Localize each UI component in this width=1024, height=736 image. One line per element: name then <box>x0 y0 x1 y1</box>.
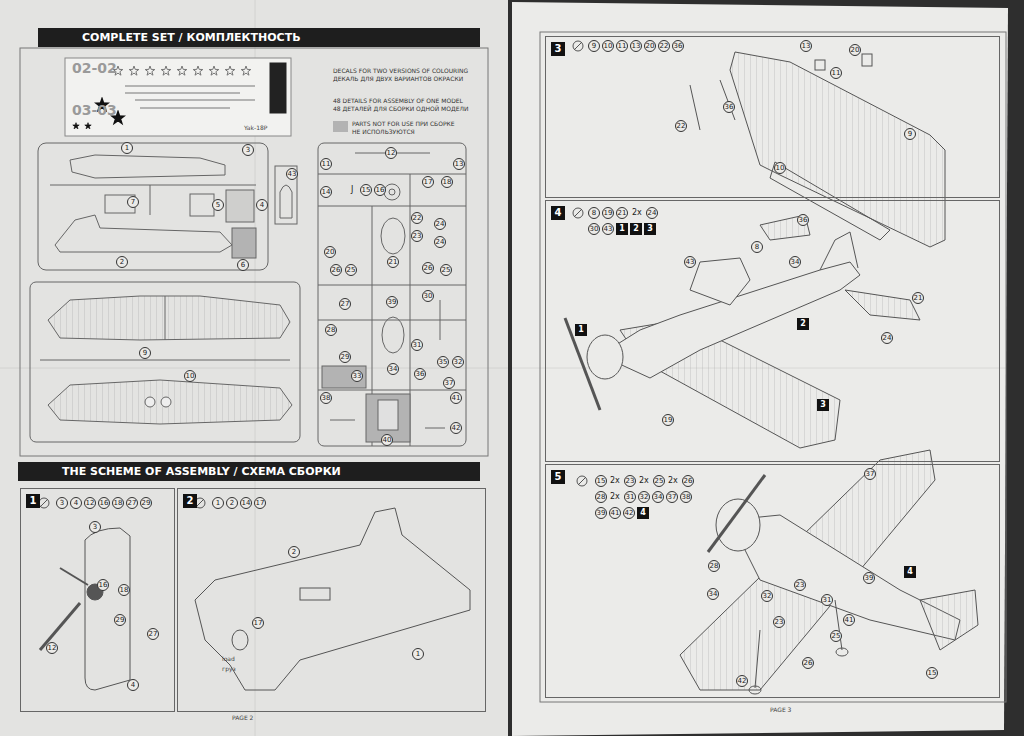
legend-text: PARTS NOT FOR USE ПРИ СБОРКЕ НЕ ИСПОЛЬЗУ… <box>352 120 464 136</box>
callout-number: 4 <box>127 679 139 691</box>
label-text: load <box>222 655 235 663</box>
callout-number: 2 <box>226 497 238 509</box>
decal-number: 03-03 <box>72 102 117 118</box>
label-text: 2x <box>668 476 678 486</box>
note-text: DECALS FOR TWO VERSIONS OF COLOURING <box>333 67 468 75</box>
label-text: J <box>351 185 353 195</box>
callout-number: 6 <box>237 259 249 271</box>
callout-number: 5 <box>212 199 224 211</box>
callout-number: 3 <box>89 521 101 533</box>
section-title: THE SCHEME OF ASSEMBLY / СХЕМА СБОРКИ <box>62 465 341 478</box>
callout-number: 3 <box>242 144 254 156</box>
step-panel: 3 <box>545 36 1000 198</box>
sprue-b <box>318 143 466 446</box>
note-text: 48 DETAILS FOR ASSEMBLY OF ONE MODEL <box>333 97 463 105</box>
callout-number: 1 <box>212 497 224 509</box>
label-text: Yak-18P <box>244 124 267 132</box>
callout-number: 7 <box>127 196 139 208</box>
decal-number: 02-02 <box>72 60 117 76</box>
label-text: PAGE 3 <box>770 706 791 714</box>
label-text: 2x <box>610 476 620 486</box>
subassembly-number: 1 <box>575 324 587 336</box>
note-text: ДЕКАЛЬ ДЛЯ ДВУХ ВАРИАНТОВ ОКРАСКИ <box>333 75 463 83</box>
step-number: 1 <box>26 494 40 508</box>
callout-number: 3 <box>56 497 68 509</box>
callout-number: 1 <box>412 648 424 660</box>
step-number: 4 <box>551 206 565 220</box>
label-text: груз <box>222 665 236 673</box>
callout-number: 8 <box>751 241 763 253</box>
step-number: 2 <box>183 494 197 508</box>
label-text: 2x <box>639 476 649 486</box>
subassembly-number: 1 <box>616 223 628 235</box>
subassembly-number: 2 <box>797 318 809 330</box>
subassembly-number: 4 <box>637 507 649 519</box>
label-text: PAGE 2 <box>232 714 253 722</box>
legend-swatch <box>333 121 348 132</box>
subassembly-number: 3 <box>817 399 829 411</box>
label-text: 2x <box>632 208 642 218</box>
callout-number: 4 <box>256 199 268 211</box>
callout-number: 9 <box>588 40 600 52</box>
callout-number: 2 <box>116 256 128 268</box>
callout-number: 8 <box>588 207 600 219</box>
step-number: 3 <box>551 42 565 56</box>
callout-number: 9 <box>139 347 151 359</box>
callout-number: 4 <box>70 497 82 509</box>
callout-number: 9 <box>904 128 916 140</box>
step-panel: 2 <box>177 488 486 712</box>
subassembly-number: 4 <box>904 566 916 578</box>
assembly-drawings <box>39 41 978 694</box>
sprue-a <box>38 143 297 270</box>
sprue-wings <box>30 282 300 442</box>
subassembly-number: 2 <box>630 223 642 235</box>
step-panel: 4 <box>545 200 1000 462</box>
callout-number: 2 <box>288 546 300 558</box>
callout-number: 1 <box>121 142 133 154</box>
subassembly-number: 3 <box>644 223 656 235</box>
decal-sheet <box>65 58 291 136</box>
note-text: 48 ДЕТАЛЕЙ ДЛЯ СБОРКИ ОДНОЙ МОДЕЛИ <box>333 105 468 113</box>
label-text: 2x <box>610 492 620 502</box>
step-number: 5 <box>551 470 565 484</box>
section-band: COMPLETE SET / КОМПЛЕКТНОСТЬ <box>38 28 480 47</box>
section-title: COMPLETE SET / КОМПЛЕКТНОСТЬ <box>82 31 301 44</box>
section-band: THE SCHEME OF ASSEMBLY / СХЕМА СБОРКИ <box>18 462 480 481</box>
